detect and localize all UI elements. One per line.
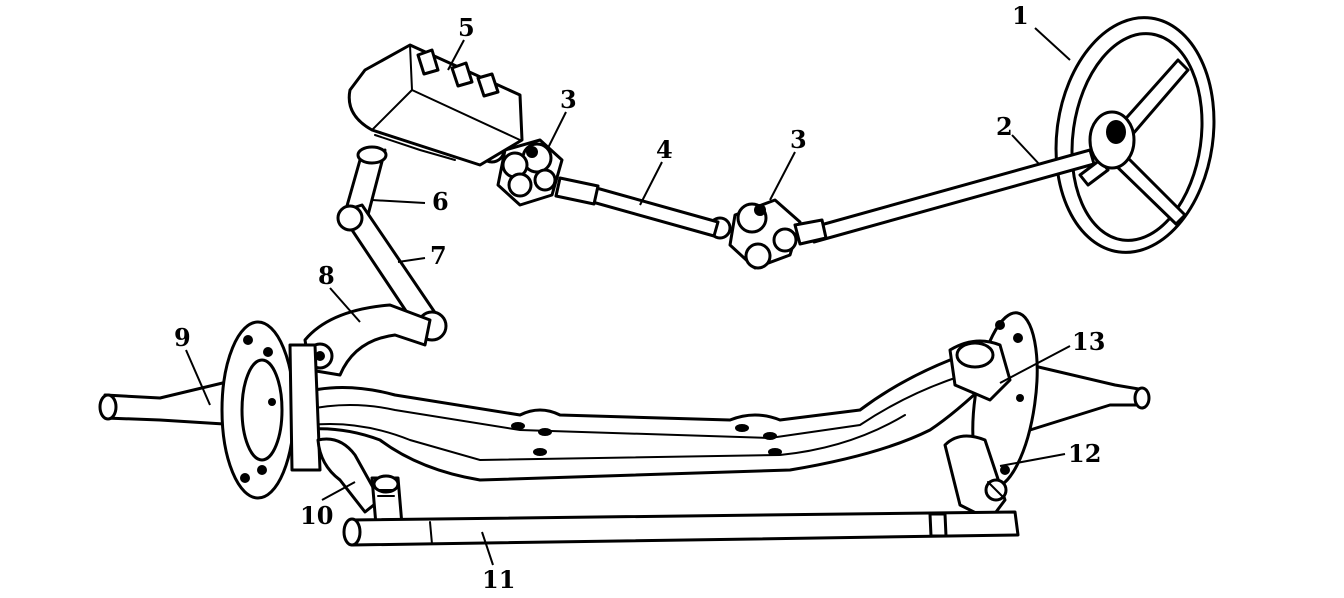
right-steering-knuckle	[948, 339, 1012, 402]
universal-joint-right	[708, 198, 828, 270]
right-tie-rod-arm	[943, 434, 1008, 522]
steering-gear-box	[347, 43, 524, 167]
steering-shaft	[808, 148, 1096, 244]
label-7: 7	[430, 241, 447, 270]
universal-joint-left	[478, 136, 564, 207]
label-3a: 3	[560, 85, 577, 114]
label-3b: 3	[790, 125, 807, 154]
left-spindle	[98, 320, 322, 500]
left-tie-rod-arm	[316, 437, 404, 527]
label-13: 13	[1072, 327, 1105, 356]
label-11: 11	[482, 565, 515, 594]
label-4: 4	[656, 135, 673, 164]
steering-knuckle-arm	[303, 303, 432, 377]
tie-rod	[342, 510, 1020, 547]
part-labels: 1 2 3 3 4 5 6 7 8 9 10 11 12 13	[174, 1, 1105, 594]
label-2: 2	[996, 112, 1013, 141]
front-axle-beam	[293, 358, 1002, 482]
label-5: 5	[458, 13, 475, 42]
intermediate-shaft	[554, 176, 720, 238]
label-6: 6	[432, 187, 449, 216]
label-9: 9	[174, 323, 191, 352]
label-12: 12	[1068, 439, 1101, 468]
steering-wheel	[1054, 16, 1216, 254]
label-8: 8	[318, 261, 335, 290]
label-1: 1	[1012, 1, 1029, 30]
leader-lines	[185, 27, 1071, 566]
label-10: 10	[300, 501, 333, 530]
